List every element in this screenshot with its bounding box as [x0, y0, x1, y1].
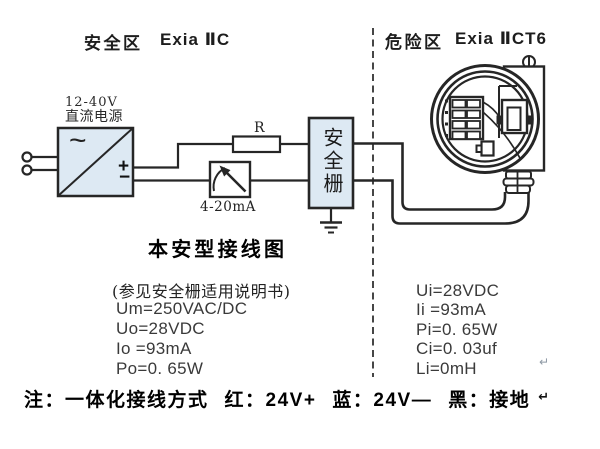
- param-po: Po=0. 65W: [116, 359, 204, 378]
- power-supply-label: 12-40V 直流电源: [65, 95, 123, 125]
- safe-zone-label: 安全区: [84, 34, 143, 53]
- safety-barrier-box: [307, 116, 355, 210]
- param-uo: Uo=28VDC: [116, 319, 205, 338]
- sensor-bracket-icon: [496, 85, 532, 138]
- ac-wave-symbol: ~: [69, 124, 87, 157]
- param-ci: Ci=0. 03uf: [416, 339, 497, 359]
- param-ii: Ii =93mA: [416, 300, 486, 320]
- wiring-note: 注：一体化接线方式 红：24V+ 蓝：24V— 黑：接地 ↵: [24, 385, 551, 412]
- return-mark-icon: ↵: [539, 355, 550, 369]
- resistor-box: [231, 135, 282, 154]
- input-terminal-icons: [21, 151, 58, 176]
- note-prefix: 注：一体化接线方式: [24, 390, 209, 411]
- ammeter-box: [208, 160, 252, 199]
- transmitter: [430, 55, 546, 194]
- barrier-manual-note: (参见安全栅适用说明书): [112, 282, 291, 301]
- terminal-block-icon: [448, 95, 485, 141]
- resistor-label: R: [254, 120, 265, 136]
- transmitter-parameters-list: Ui=28VDC Ii =93mA Pi=0. 65W Ci=0. 03uf L…: [416, 281, 499, 378]
- param-um: Um=250VAC/DC: [116, 299, 248, 318]
- circuit-wires: [133, 142, 309, 182]
- internal-wires: [482, 101, 522, 161]
- param-io: Io =93mA: [116, 339, 192, 358]
- housing-middle-circle: [436, 70, 534, 168]
- meter-needle-icon: [212, 165, 247, 193]
- note-red-wire: 红：24V+: [224, 390, 317, 411]
- note-black-wire: 黑：接地: [448, 390, 531, 411]
- param-ui: Ui=28VDC: [416, 281, 500, 300]
- small-component-icon: [475, 140, 495, 157]
- field-cable: [353, 142, 530, 225]
- power-supply-type: 直流电源: [65, 109, 123, 125]
- ground-icon: [320, 208, 342, 234]
- barrier-parameters-list: Um=250VAC/DC Uo=28VDC Io =93mA Po=0. 65W: [116, 299, 247, 379]
- power-supply-voltage: 12-40V: [65, 95, 118, 110]
- hazard-zone-code: Exia ⅡCT6: [455, 29, 548, 48]
- return-mark-icon: ↵: [538, 389, 551, 404]
- minus-symbol: −: [119, 167, 131, 188]
- terminal-dots: [445, 99, 448, 137]
- safety-barrier-label: 安全栅: [320, 127, 344, 196]
- plus-symbol: +: [118, 156, 130, 177]
- power-supply-box: [56, 126, 135, 198]
- param-li: Li=0mH: [416, 358, 477, 378]
- param-pi: Pi=0. 65W: [416, 319, 498, 339]
- cable-gland-icon: [502, 170, 535, 194]
- note-blue-wire: 蓝：24V—: [332, 390, 433, 411]
- hazard-zone-label: 危险区: [385, 33, 444, 52]
- diagram-title: 本安型接线图: [148, 239, 288, 261]
- meter-range-label: 4-20mA: [200, 199, 256, 215]
- safe-zone-code: Exia ⅡC: [160, 30, 231, 49]
